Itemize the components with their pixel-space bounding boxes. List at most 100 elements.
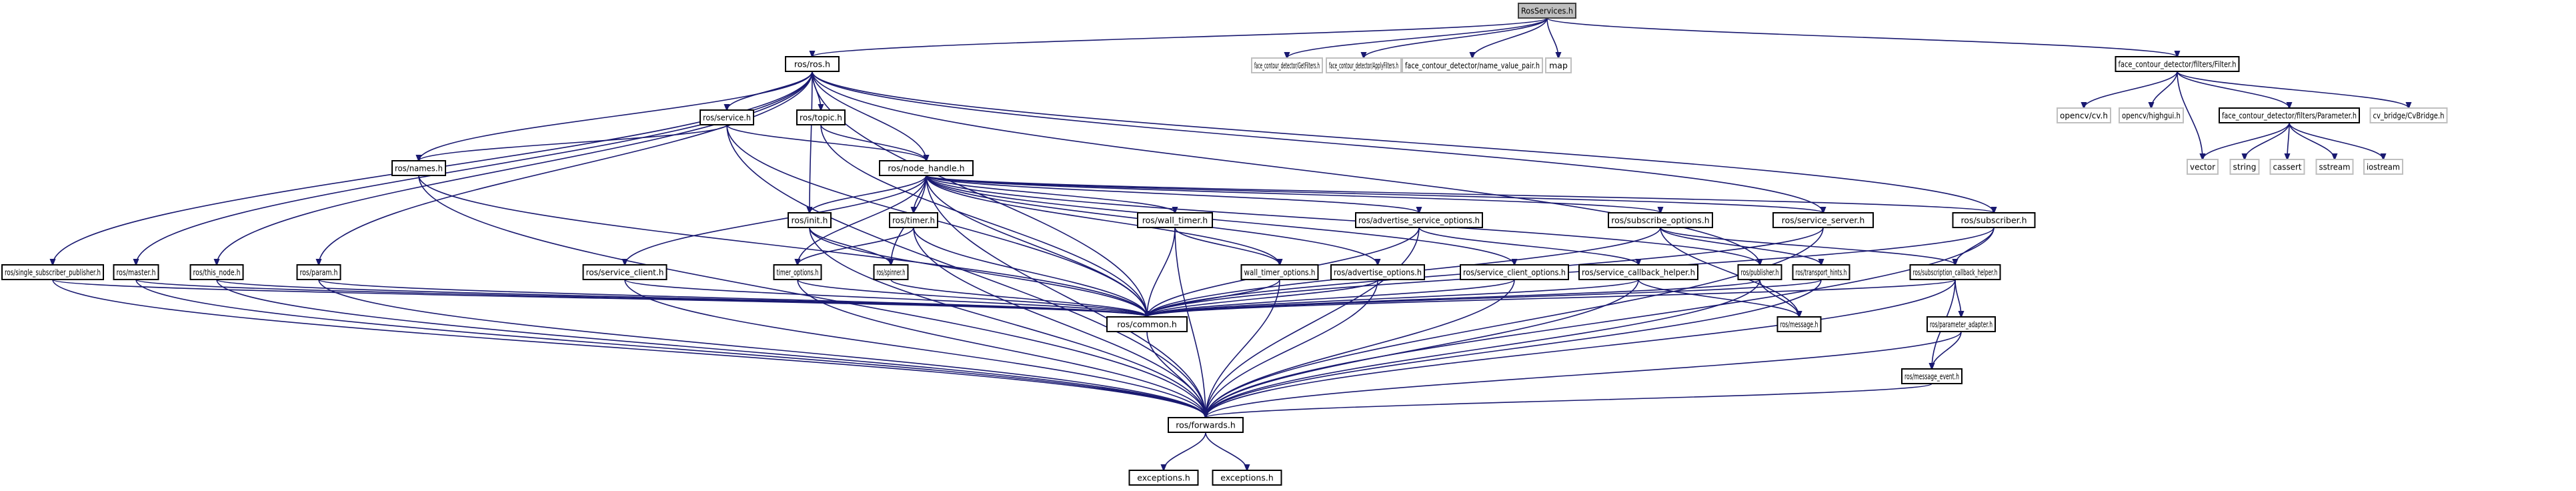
node-sub-cb-helper[interactable]: ros/subscription_callback_helper.h (1909, 264, 2001, 280)
node-box (1137, 212, 1213, 228)
node-param-adapter[interactable]: ros/parameter_adapter.h (1926, 316, 1996, 332)
node-transport-hints[interactable]: ros/transport_hints.h (1792, 264, 1850, 280)
node-label: string (2233, 162, 2257, 172)
edge-ros_timer-to-timer_options (798, 227, 914, 265)
edge-subscriber-to-sub_cb_helper (1955, 227, 1995, 265)
edge-node_handle-to-subscriber (926, 175, 1994, 213)
node-ros-topic[interactable]: ros/topic.h (796, 109, 846, 125)
node-label: ros/advertise_service_options.h (1358, 215, 1480, 225)
edge-sub_opts-to-sub_cb_helper (1660, 227, 1955, 265)
node-node-handle[interactable]: ros/node_handle.h (879, 160, 974, 176)
node-label: ros/subscription_callback_helper.h (1913, 268, 1998, 278)
node-iostream: iostream (2363, 159, 2403, 175)
node-box (391, 160, 446, 176)
edge-node_handle-to-adv_srv_opts (926, 175, 1419, 213)
edge-subscriber-to-common (1147, 227, 1995, 317)
node-single-sub-pub[interactable]: ros/single_subscriber_publisher.h (1, 264, 104, 280)
node-sub-opts[interactable]: ros/subscribe_options.h (1608, 212, 1713, 228)
node-message-event[interactable]: ros/message_event.h (1901, 368, 1963, 384)
node-vector: vector (2187, 159, 2219, 175)
node-box (2269, 159, 2305, 175)
node-srv-client-opts[interactable]: ros/service_client_options.h (1460, 264, 1569, 280)
node-wall-timer-options[interactable]: wall_timer_options.h (1240, 264, 1319, 280)
node-publisher[interactable]: ros/publisher.h (1737, 264, 1782, 280)
node-common[interactable]: ros/common.h (1106, 316, 1188, 332)
node-ros-names[interactable]: ros/names.h (391, 160, 446, 176)
edge-single_sub_pub-to-common (52, 279, 1147, 317)
node-box (2363, 159, 2403, 175)
node-RosServices[interactable]: RosServices.h (1518, 3, 1576, 19)
node-exceptions1[interactable]: exceptions.h (1128, 470, 1199, 486)
node-exceptions2[interactable]: exceptions.h (1212, 470, 1282, 486)
node-label: sstream (2319, 162, 2351, 172)
node-ros-service[interactable]: ros/service.h (700, 109, 754, 125)
node-label: ros/message_event.h (1904, 372, 1959, 382)
node-label: face_contour_detector/filters/Filter.h (2119, 59, 2237, 69)
node-label: opencv/highgui.h (2122, 111, 2181, 121)
edge-this_node-to-forwards (216, 279, 1206, 418)
node-box (785, 56, 840, 72)
node-adv-srv-opts[interactable]: ros/advertise_service_options.h (1355, 212, 1483, 228)
node-label: ros/transport_hints.h (1796, 268, 1847, 278)
node-cassert: cassert (2269, 159, 2305, 175)
node-box (1106, 316, 1188, 332)
node-service-client[interactable]: ros/service_client.h (582, 264, 668, 280)
node-label: face_contour_detector/name_value_pair.h (1405, 61, 1540, 71)
edge-node_handle-to-srv_client_opts (926, 175, 1514, 265)
node-param[interactable]: ros/param.h (296, 264, 341, 280)
node-box (2057, 107, 2111, 123)
node-Filter[interactable]: face_contour_detector/filters/Filter.h (2115, 56, 2240, 72)
edge-srv_client_opts-to-forwards (1206, 279, 1515, 418)
node-box (1326, 57, 1402, 73)
edge-node_handle-to-wall_timer (926, 175, 1175, 213)
edge-ros_topic-to-common (820, 124, 1147, 317)
node-master[interactable]: ros/master.h (113, 264, 159, 280)
node-box (582, 264, 668, 280)
edge-spinner-to-common (890, 279, 1147, 317)
node-service-server[interactable]: ros/service_server.h (1772, 212, 1874, 228)
edge-node_handle-to-service_server (926, 175, 1823, 213)
node-spinner[interactable]: ros/spinner.h (873, 264, 909, 280)
node-label: cv_bridge/CvBridge.h (2373, 111, 2445, 121)
edge-ros_ros-to-ros_names (419, 71, 813, 161)
edge-srv_cb_helper-to-forwards (1206, 279, 1639, 418)
edge-adv_srv_opts-to-srv_cb_helper (1418, 227, 1638, 265)
edge-srv_client_opts-to-common (1147, 279, 1515, 317)
node-box (773, 264, 822, 280)
node-box (1772, 212, 1874, 228)
node-box (796, 109, 846, 125)
edge-param-to-forwards (318, 279, 1206, 418)
node-ros-ros[interactable]: ros/ros.h (785, 56, 840, 72)
edge-RosServices-to-GetFilters (1287, 17, 1548, 58)
edge-Parameter-to-cassert (2287, 122, 2289, 159)
node-adv-opts[interactable]: ros/advertise_options.h (1330, 264, 1425, 280)
edge-forwards-to-exceptions2 (1205, 432, 1247, 470)
node-Parameter[interactable]: face_contour_detector/filters/Parameter.… (2219, 107, 2360, 123)
edge-Filter-to-Parameter (2177, 71, 2289, 108)
node-ros-timer[interactable]: ros/timer.h (889, 212, 938, 228)
edge-node_handle-to-ros_init (810, 175, 927, 213)
edge-publisher-to-message (1759, 279, 1799, 317)
node-label: iostream (2367, 162, 2400, 172)
node-box (700, 109, 754, 125)
edge-sub_opts-to-transport_hints (1660, 227, 1821, 265)
node-CvBridge: cv_bridge/CvBridge.h (2369, 107, 2448, 123)
node-subscriber[interactable]: ros/subscriber.h (1952, 212, 2036, 228)
edge-node_handle-to-common (926, 175, 1147, 317)
edge-wall_timer_options-to-common (1147, 279, 1280, 317)
node-timer-options[interactable]: timer_options.h (773, 264, 822, 280)
node-box (113, 264, 159, 280)
edge-ros_ros-to-master (136, 71, 813, 265)
node-forwards[interactable]: ros/forwards.h (1168, 417, 1244, 433)
node-box (1518, 3, 1576, 19)
node-ros-init[interactable]: ros/init.h (788, 212, 832, 228)
node-label: ros/service_callback_helper.h (1582, 268, 1695, 278)
node-message[interactable]: ros/message.h (1776, 316, 1822, 332)
edge-master-to-forwards (135, 279, 1206, 418)
node-srv-cb-helper[interactable]: ros/service_callback_helper.h (1578, 264, 1698, 280)
node-label: ros/timer.h (892, 215, 935, 225)
node-box (2187, 159, 2219, 175)
node-this-node[interactable]: ros/this_node.h (189, 264, 244, 280)
edge-ros_ros-to-subscriber (812, 71, 1994, 213)
node-wall-timer[interactable]: ros/wall_timer.h (1137, 212, 1213, 228)
